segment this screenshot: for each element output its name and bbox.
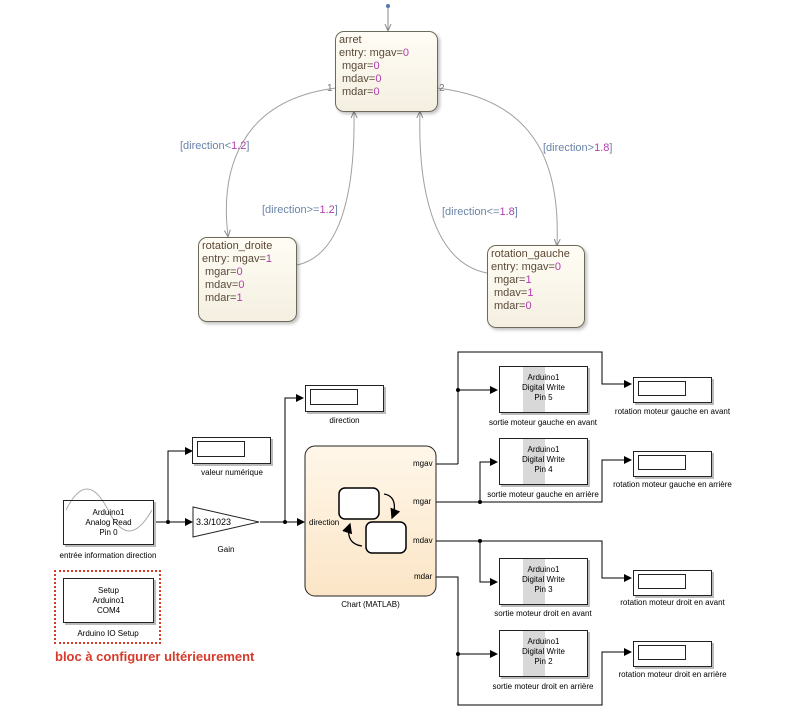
analog-read-label: entrée information direction [59, 551, 157, 560]
transition-priority-2: 2 [439, 83, 445, 94]
state-action: mdar=1 [205, 292, 243, 304]
default-transition [386, 4, 390, 30]
state-action: mgar=1 [494, 274, 532, 286]
display-rotation-label: rotation moteur droit en avant [620, 598, 725, 607]
block-strip [523, 559, 545, 604]
state-action: mdav=0 [205, 279, 245, 291]
write-line: Digital Write [522, 575, 565, 584]
write-line: Pin 4 [534, 465, 553, 474]
setup-line: COM4 [96, 606, 121, 615]
chart-block[interactable] [305, 446, 436, 596]
write-line: Pin 5 [534, 393, 553, 402]
digital-write-label: sortie moteur droit en arrière [492, 682, 594, 691]
display-rotation[interactable] [633, 377, 712, 403]
guard-direction-le[interactable]: [direction<=1.8] [442, 206, 518, 218]
chart-icon [338, 487, 407, 554]
write-line: Digital Write [522, 383, 565, 392]
analog-read-line: Arduino1 [92, 508, 125, 517]
gain-block-shape [192, 506, 260, 538]
transition-arret-to-droite [226, 87, 337, 236]
digital-write-pin3[interactable]: Arduino1 Digital Write Pin 3 [499, 558, 588, 605]
state-name: rotation_gauche [491, 248, 570, 260]
state-action: mdar=0 [494, 300, 532, 312]
write-line: Digital Write [522, 455, 565, 464]
guard-direction-ge[interactable]: [direction>=1.2] [262, 204, 338, 216]
display-rotation-label: rotation moteur gauche en avant [614, 407, 731, 416]
write-line: Arduino1 [527, 565, 560, 574]
sine-wave-icon [65, 488, 153, 532]
state-name: arret [339, 34, 362, 46]
chart-out-port-mgav: mgav [413, 459, 433, 468]
transition-gauche-to-arret [420, 112, 488, 274]
chart-block-body [304, 445, 437, 597]
setup-line: Arduino1 [92, 596, 125, 605]
display-valeur-label: valeur numérique [201, 468, 263, 477]
write-line: Pin 2 [534, 657, 553, 666]
display-rotation[interactable] [633, 641, 712, 667]
write-line: Arduino1 [527, 445, 560, 454]
display-field [638, 381, 686, 396]
transition-droite-to-arret [296, 112, 354, 266]
write-line: Pin 3 [534, 585, 553, 594]
transition-priority-1: 1 [327, 83, 333, 94]
chart-in-port-direction: direction [309, 518, 340, 527]
digital-write-label: sortie moteur gauche en avant [488, 418, 598, 427]
block-strip [523, 439, 545, 484]
display-rotation[interactable] [633, 570, 712, 596]
state-action: mgar=0 [205, 266, 243, 278]
display-rotation[interactable] [633, 451, 712, 477]
block-strip [523, 367, 545, 412]
gain-label: Gain [217, 545, 235, 554]
display-direction-label: direction [329, 416, 360, 425]
display-field [638, 574, 686, 589]
digital-write-pin5[interactable]: Arduino1 Digital Write Pin 5 [499, 366, 588, 413]
chart-out-port-mdav: mdav [413, 536, 433, 545]
state-arret[interactable]: arret entry: mgav=0 mgar=0 mdav=0 mdar=0 [335, 31, 438, 112]
display-field [638, 645, 686, 660]
digital-write-label: sortie moteur gauche en arrière [487, 490, 599, 499]
state-rotation-gauche[interactable]: rotation_gauche entry: mgav=0 mgar=1 mda… [487, 245, 585, 328]
digital-write-pin4[interactable]: Arduino1 Digital Write Pin 4 [499, 438, 588, 485]
configure-later-note: bloc à configurer ultérieurement [55, 649, 255, 664]
display-rotation-label: rotation moteur gauche en arrière [613, 480, 732, 489]
write-line: Arduino1 [527, 373, 560, 382]
display-field [638, 455, 686, 470]
digital-write-pin2[interactable]: Arduino1 Digital Write Pin 2 [499, 630, 588, 677]
display-direction[interactable] [305, 385, 384, 412]
chart-out-port-mdar: mdar [414, 572, 433, 581]
chart-out-port-mgar: mgar [413, 497, 432, 506]
block-strip [523, 631, 545, 676]
display-valeur-numerique[interactable] [192, 437, 271, 464]
display-field [197, 441, 245, 457]
setup-highlight-box [54, 570, 161, 644]
analog-read-line: Analog Read [85, 518, 132, 527]
setup-label: Arduino IO Setup [77, 629, 139, 638]
state-action: mdav=0 [342, 73, 382, 85]
state-entry: entry: mgav=0 [339, 47, 410, 59]
digital-write-label: sortie moteur droit en avant [494, 609, 592, 618]
display-field [310, 389, 358, 405]
state-rotation-droite[interactable]: rotation_droite entry: mgav=1 mgar=0 mda… [198, 237, 297, 322]
write-line: Digital Write [522, 647, 565, 656]
write-line: Arduino1 [527, 637, 560, 646]
state-action: mdav=1 [494, 287, 534, 299]
state-entry: entry: mgav=0 [491, 261, 562, 273]
state-action: mdar=0 [342, 86, 380, 98]
chart-label: Chart (MATLAB) [341, 600, 400, 609]
guard-direction-gt[interactable]: [direction>1.8] [543, 142, 613, 154]
state-entry: entry: mgav=1 [202, 253, 273, 265]
state-name: rotation_droite [202, 240, 273, 252]
state-action: mgar=0 [342, 60, 380, 72]
guard-direction-lt[interactable]: [direction<1.2] [180, 140, 250, 152]
setup-line: Setup [98, 586, 119, 595]
analog-read-line: Pin 0 [99, 528, 118, 537]
display-rotation-label: rotation moteur droit en arrière [618, 670, 727, 679]
analog-read-block[interactable]: Arduino1 Analog Read Pin 0 [63, 500, 154, 545]
gain-value: 3.3/1023 [196, 517, 232, 527]
transition-arret-to-gauche [436, 87, 557, 245]
arduino-setup-block[interactable]: Setup Arduino1 COM4 [63, 578, 154, 623]
